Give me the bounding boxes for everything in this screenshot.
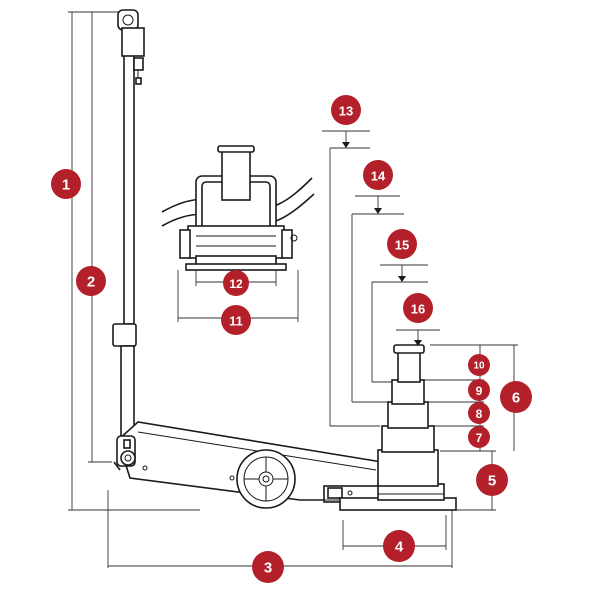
callouts: 1 2 3 4 5 6 7 8 9 10 11 bbox=[51, 95, 532, 583]
svg-text:11: 11 bbox=[229, 314, 243, 329]
callout-7: 7 bbox=[468, 426, 490, 448]
svg-text:14: 14 bbox=[371, 169, 386, 184]
svg-text:4: 4 bbox=[395, 539, 404, 556]
svg-text:15: 15 bbox=[395, 238, 409, 253]
svg-text:12: 12 bbox=[229, 277, 243, 291]
svg-text:6: 6 bbox=[512, 390, 520, 407]
jack-handle bbox=[112, 9, 145, 471]
svg-text:16: 16 bbox=[411, 302, 425, 317]
svg-text:10: 10 bbox=[473, 361, 485, 372]
callout-16: 16 bbox=[403, 293, 433, 323]
callout-3: 3 bbox=[252, 551, 284, 583]
callout-11: 11 bbox=[221, 305, 251, 335]
callout-6: 6 bbox=[500, 381, 532, 413]
callout-1: 1 bbox=[51, 169, 81, 199]
callout-13: 13 bbox=[331, 95, 361, 125]
svg-text:5: 5 bbox=[488, 473, 496, 490]
svg-text:9: 9 bbox=[476, 384, 483, 398]
svg-text:1: 1 bbox=[62, 177, 70, 194]
front-view-inset bbox=[161, 145, 315, 271]
svg-text:3: 3 bbox=[264, 560, 272, 577]
svg-text:7: 7 bbox=[476, 431, 483, 445]
telescopic-cylinder bbox=[339, 344, 457, 511]
callout-10: 10 bbox=[468, 354, 490, 376]
svg-text:2: 2 bbox=[87, 274, 95, 291]
callout-2: 2 bbox=[76, 266, 106, 296]
callout-8: 8 bbox=[468, 402, 490, 424]
svg-text:8: 8 bbox=[476, 407, 483, 421]
callout-4: 4 bbox=[383, 530, 415, 562]
callout-5: 5 bbox=[476, 464, 508, 496]
callout-12: 12 bbox=[223, 270, 249, 296]
callout-14: 14 bbox=[363, 160, 393, 190]
callout-15: 15 bbox=[387, 229, 417, 259]
jack-wheel bbox=[236, 449, 296, 509]
callout-9: 9 bbox=[468, 379, 490, 401]
svg-text:13: 13 bbox=[339, 104, 353, 119]
